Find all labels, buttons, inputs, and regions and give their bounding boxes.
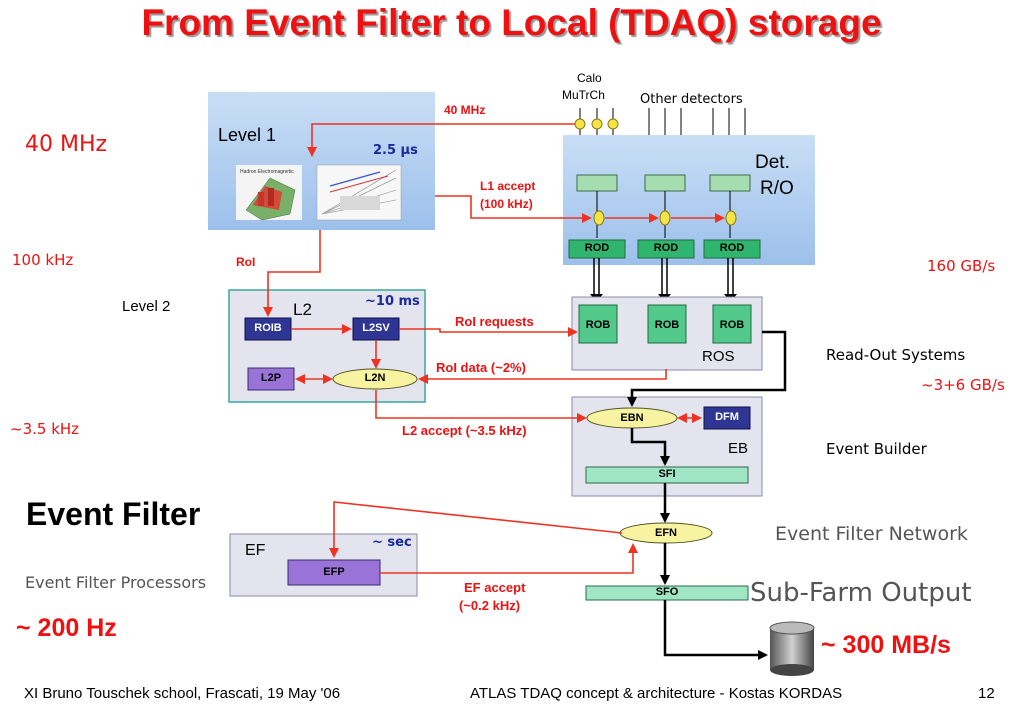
rob-label-3: ROB bbox=[719, 319, 745, 331]
rate-3-6gbs-label: ~3+6 GB/s bbox=[921, 376, 1005, 394]
rod-label-2: ROD bbox=[653, 242, 679, 254]
level1-label: Level 1 bbox=[218, 125, 277, 145]
rob-boxes bbox=[578, 304, 752, 344]
slide-title: From Event Filter to Local (TDAQ) storag… bbox=[141, 2, 882, 43]
l2-latency: ~10 ms bbox=[365, 294, 420, 309]
event-builder-label: Event Builder bbox=[826, 440, 927, 458]
l2p-label: L2P bbox=[260, 372, 282, 384]
event-filter-heading: Event Filter bbox=[26, 496, 201, 532]
page-number: 12 bbox=[978, 685, 995, 702]
front-end-boxes bbox=[576, 174, 751, 192]
ef-accept-label-line1: EF accept bbox=[464, 580, 526, 595]
sfo-box bbox=[585, 585, 749, 601]
rate-200hz-label: ~ 200 Hz bbox=[16, 614, 117, 642]
rate-40mhz-label: 40 MHz bbox=[25, 132, 108, 157]
l1-accept-label-line2: (100 kHz) bbox=[480, 197, 533, 211]
rate-3-5khz-label: ~3.5 kHz bbox=[10, 420, 80, 438]
sfo-label: SFO bbox=[655, 586, 679, 598]
control-arrows bbox=[263, 123, 725, 574]
rate-160gbs-label: 160 GB/s bbox=[927, 257, 996, 275]
l2sv-label: L2SV bbox=[362, 322, 390, 334]
rod-boxes bbox=[568, 239, 761, 259]
ros-label: ROS bbox=[702, 348, 735, 365]
footer-left: XI Bruno Touschek school, Frascati, 19 M… bbox=[24, 685, 341, 702]
storage-disk-icon bbox=[769, 621, 815, 676]
ef-latency: ~ sec bbox=[372, 535, 412, 550]
ef-processors-label: Event Filter Processors bbox=[25, 573, 207, 592]
rate-100khz-label: 100 kHz bbox=[12, 251, 74, 269]
ef-accept-label-line2: (~0.2 kHz) bbox=[459, 598, 521, 613]
rod-label-3: ROD bbox=[719, 242, 745, 254]
l2-accept-label: L2 accept (~3.5 kHz) bbox=[402, 423, 527, 438]
roib-label: ROIB bbox=[254, 322, 282, 334]
efp-label: EFP bbox=[323, 566, 345, 578]
footer-center: ATLAS TDAQ concept & architecture - Kost… bbox=[470, 685, 843, 702]
det-ro-label-line2: R/O bbox=[760, 178, 794, 199]
efp-box bbox=[287, 559, 381, 586]
level1-latency: 2.5 μs bbox=[373, 143, 418, 158]
l1-accept-label-line1: L1 accept bbox=[480, 179, 536, 193]
l1-fanout-nodes bbox=[593, 210, 737, 226]
other-detectors-label: Other detectors bbox=[640, 92, 743, 107]
roi-label: RoI bbox=[236, 255, 256, 269]
sfi-box bbox=[585, 466, 749, 484]
rod-label-1: ROD bbox=[584, 242, 610, 254]
efn-label: EFN bbox=[655, 527, 677, 539]
level2-label: Level 2 bbox=[122, 298, 171, 315]
det-ro-label-line1: Det. bbox=[755, 152, 790, 173]
roi-requests-label: RoI requests bbox=[455, 314, 534, 329]
dfm-label: DFM bbox=[715, 411, 739, 423]
ef-network-label: Event Filter Network bbox=[775, 523, 968, 545]
ef-label: EF bbox=[245, 542, 266, 559]
rate-300mbs-label: ~ 300 MB/s bbox=[821, 631, 951, 659]
calo-label: Calo bbox=[577, 71, 602, 85]
dfm-box bbox=[703, 406, 751, 430]
l2n-label: L2N bbox=[364, 372, 386, 384]
sub-farm-output-label: Sub-Farm Output bbox=[750, 578, 972, 608]
ebn-label: EBN bbox=[620, 412, 644, 424]
calorimeter-image-caption: Hadron Electromagnetic bbox=[240, 169, 294, 175]
sfi-label: SFI bbox=[658, 468, 676, 480]
eb-label: EB bbox=[728, 440, 749, 457]
rob-label-2: ROB bbox=[654, 319, 680, 331]
mutrch-label: MuTrCh bbox=[562, 88, 605, 102]
roi-data-label: RoI data (~2%) bbox=[436, 360, 526, 375]
arrow-40mhz-label: 40 MHz bbox=[444, 103, 486, 117]
l2-label: L2 bbox=[293, 300, 312, 319]
l2p-box bbox=[247, 367, 295, 391]
detector-input-nodes bbox=[574, 118, 619, 130]
rod-rob-links bbox=[593, 258, 734, 298]
read-out-systems-label: Read-Out Systems bbox=[826, 346, 966, 364]
rob-label-1: ROB bbox=[585, 319, 611, 331]
calorimeter-image: Hadron Electromagnetic bbox=[236, 165, 302, 221]
l2n-node bbox=[332, 368, 418, 390]
muon-trigger-image bbox=[316, 164, 402, 221]
data-flow-arrows bbox=[627, 330, 787, 660]
